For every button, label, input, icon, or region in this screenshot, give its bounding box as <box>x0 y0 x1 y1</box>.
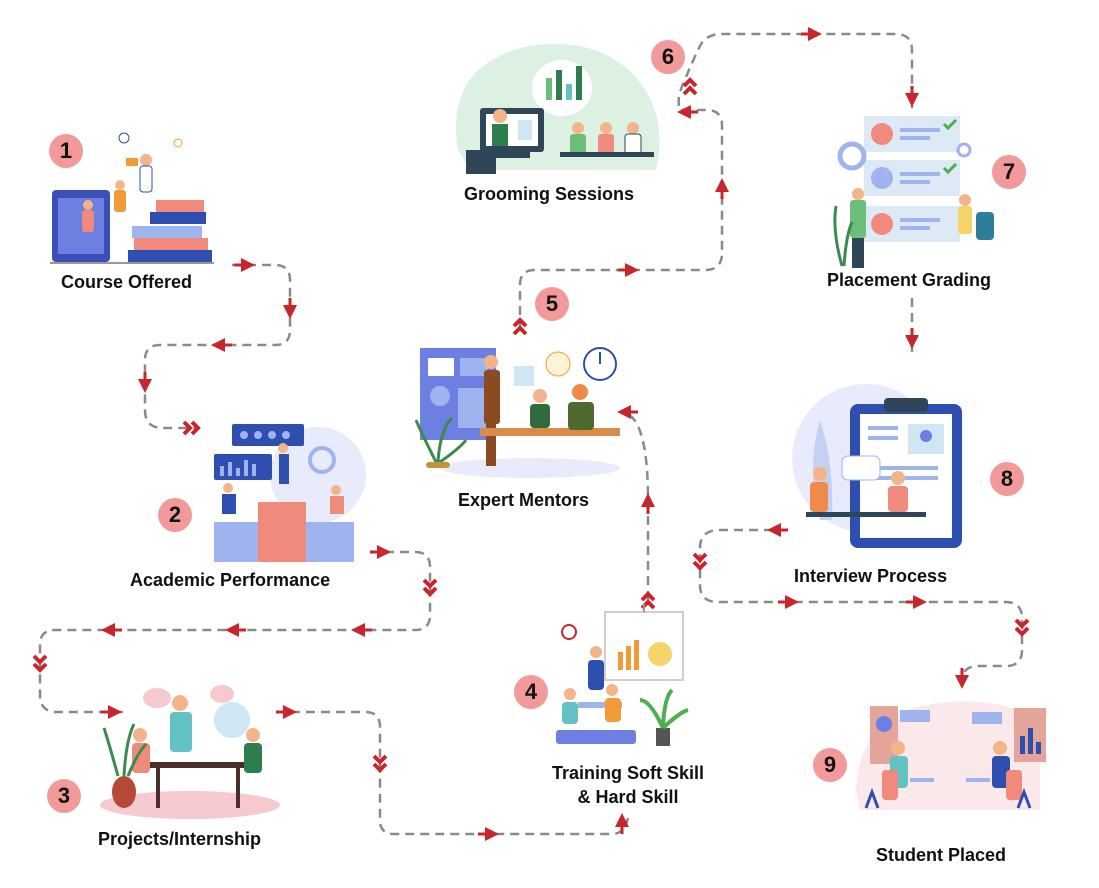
step-7-label: Placement Grading <box>827 270 992 290</box>
double-chevron-icon <box>512 317 528 328</box>
double-chevron-icon <box>422 586 438 597</box>
double-chevron-icon <box>692 560 708 571</box>
arrow-head-icon <box>615 813 629 827</box>
double-chevron-icon <box>372 754 388 765</box>
step-3-label: Projects/Internship <box>98 829 262 849</box>
arrow-head-icon <box>715 178 729 192</box>
step-4-label-line2: & Hard Skill <box>577 787 679 807</box>
double-chevron-icon <box>640 599 656 610</box>
arrow-head-icon <box>101 623 115 637</box>
arrow-head-icon <box>913 595 927 609</box>
double-chevron-icon <box>692 552 708 563</box>
step-8-badge: 8 <box>990 462 1024 496</box>
arrow-head-icon <box>351 623 365 637</box>
arrow-head-icon <box>905 93 919 107</box>
step-7-badge: 7 <box>992 155 1026 189</box>
double-chevron-icon <box>512 325 528 336</box>
arrow-head-icon <box>677 105 691 119</box>
step-5-badge: 5 <box>535 287 569 321</box>
double-chevron-icon <box>640 591 656 602</box>
step-4-label: Training Soft Skill & Hard Skill <box>538 761 718 809</box>
step-5-label: Expert Mentors <box>458 490 590 510</box>
step-2-badge: 2 <box>158 498 192 532</box>
arrow-head-icon <box>785 595 799 609</box>
arrow-head-icon <box>767 523 781 537</box>
arrow-head-icon <box>283 705 297 719</box>
step-3-badge: 3 <box>47 779 81 813</box>
arrow-head-icon <box>377 545 391 559</box>
arrow-head-icon <box>955 675 969 689</box>
double-chevron-icon <box>182 420 193 436</box>
connector-path <box>38 32 1024 836</box>
step-1-badge: 1 <box>49 134 83 168</box>
step-9-badge: 9 <box>813 748 847 782</box>
arrow-head-icon <box>108 705 122 719</box>
arrow-head-icon <box>641 493 655 507</box>
double-chevron-icon <box>372 762 388 773</box>
double-chevron-icon <box>190 420 201 436</box>
double-chevron-icon <box>32 662 48 673</box>
step-6-badge: 6 <box>651 40 685 74</box>
step-6-label: Grooming Sessions <box>464 184 635 204</box>
step-8-label: Interview Process <box>794 566 948 586</box>
step-4-label-line1: Training Soft Skill <box>551 763 704 783</box>
arrow-head-icon <box>485 827 499 841</box>
step-2-label: Academic Performance <box>130 570 331 590</box>
double-chevron-icon <box>32 654 48 665</box>
arrow-head-icon <box>283 305 297 319</box>
arrow-head-icon <box>617 405 631 419</box>
arrow-head-icon <box>808 27 822 41</box>
arrow-markers <box>32 27 1030 841</box>
double-chevron-icon <box>422 578 438 589</box>
arrow-head-icon <box>241 258 255 272</box>
double-chevron-icon <box>1014 618 1030 629</box>
arrow-head-icon <box>225 623 239 637</box>
double-chevron-icon <box>682 77 698 88</box>
step-1-label: Course Offered <box>61 272 193 292</box>
double-chevron-icon <box>682 85 698 96</box>
arrow-head-icon <box>211 338 225 352</box>
arrow-head-icon <box>138 379 152 393</box>
arrow-head-icon <box>905 335 919 349</box>
arrow-head-icon <box>625 263 639 277</box>
step-4-badge: 4 <box>514 675 548 709</box>
step-9-label: Student Placed <box>876 845 1007 865</box>
double-chevron-icon <box>1014 626 1030 637</box>
